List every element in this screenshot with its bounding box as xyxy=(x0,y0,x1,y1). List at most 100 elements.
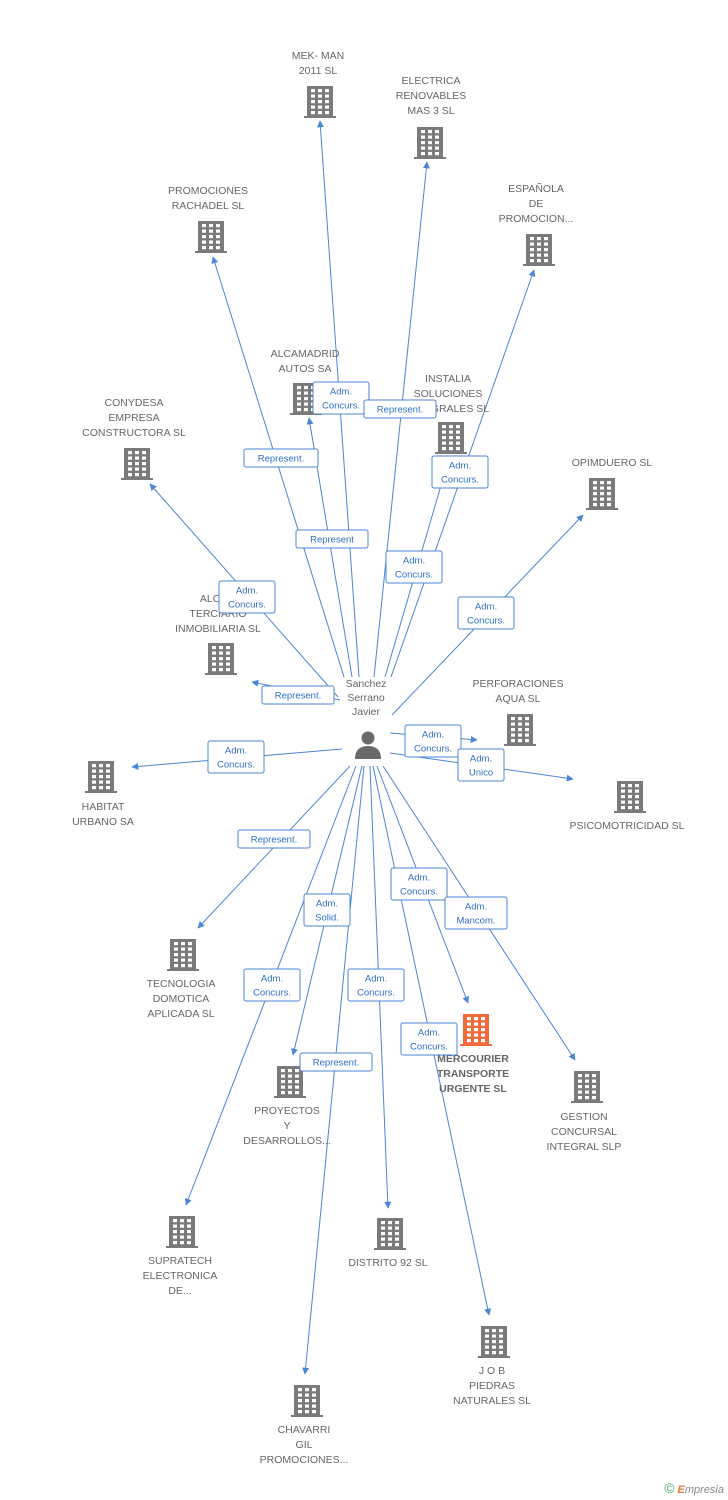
edge-label-box xyxy=(299,1052,373,1072)
edge-label-habitat[interactable]: Adm. Concurs. xyxy=(207,740,265,774)
edge-label-conydesa[interactable]: Adm. Concurs. xyxy=(218,580,276,614)
edge-label-text: Adm. xyxy=(475,602,497,613)
edge-label-espanola[interactable]: Adm.Concurs. xyxy=(431,455,489,489)
company-name-line: AQUA SL xyxy=(496,693,541,705)
edge-label-box xyxy=(312,381,370,415)
company-name-line: URGENTE SL xyxy=(439,1083,507,1095)
company-name-line: NATURALES SL xyxy=(453,1395,531,1407)
building-icon[interactable] xyxy=(167,939,199,971)
brand-initial: E xyxy=(677,1484,685,1496)
edge-label-box xyxy=(261,685,335,705)
edge-label-text: Adm. xyxy=(236,586,258,597)
edge-label-box xyxy=(347,968,405,1002)
company-node-proyectos[interactable]: PROYECTOSYDESARROLLOS... xyxy=(243,1066,331,1147)
edge-label-text: Concurs. xyxy=(410,1042,448,1053)
person-name-line: Serrano xyxy=(347,692,385,704)
edge-label-text: Adm. xyxy=(422,730,444,741)
building-icon[interactable] xyxy=(571,1071,603,1103)
edge-label-text: Concurs. xyxy=(217,760,255,771)
edge-label-rachadel[interactable]: Represent. xyxy=(243,448,319,468)
edge-label-box xyxy=(457,596,515,630)
building-icon[interactable] xyxy=(166,1216,198,1248)
edge-label-gestion[interactable]: Adm. Mancom. xyxy=(444,896,508,930)
building-icon[interactable] xyxy=(504,714,536,746)
company-node-espanola[interactable]: ESPAÑOLADEPROMOCION... xyxy=(499,182,574,266)
building-icon[interactable] xyxy=(85,761,117,793)
edge-label-text: Adm. xyxy=(465,902,487,913)
edge-label-mekman[interactable]: Adm.Concurs. xyxy=(312,381,370,415)
edge-label-job[interactable]: Adm. Concurs. xyxy=(400,1022,458,1056)
edge-label-instalia[interactable]: Adm.Concurs. xyxy=(385,550,443,584)
building-icon[interactable] xyxy=(274,1066,306,1098)
company-name-line: GIL xyxy=(296,1439,313,1451)
edge-label-perforaciones[interactable]: Adm.Concurs. xyxy=(404,724,462,758)
edge-label-text: Represent. xyxy=(251,835,297,846)
edge-label-box xyxy=(400,1022,458,1056)
edge-label-text: Adm. xyxy=(449,461,471,472)
edge-label-chavarri[interactable]: Represent. xyxy=(299,1052,373,1072)
building-icon[interactable] xyxy=(460,1014,492,1046)
company-name-line: MERCOURIER xyxy=(437,1053,509,1065)
edge-label-supratech[interactable]: Adm.Concurs. xyxy=(243,968,301,1002)
edge-label-mercourier[interactable]: Adm.Concurs. xyxy=(390,867,448,901)
edge-label-text: Adm. xyxy=(470,754,492,765)
edge-label-box xyxy=(303,893,351,927)
building-icon[interactable] xyxy=(523,234,555,266)
company-name-line: PROMOCIONES... xyxy=(260,1454,349,1466)
edge-label-box xyxy=(390,867,448,901)
company-node-distrito[interactable]: DISTRITO 92 SL xyxy=(348,1218,428,1269)
company-name-line: J O B xyxy=(479,1365,505,1377)
company-name-line: PROMOCIONES xyxy=(168,185,248,197)
building-icon[interactable] xyxy=(121,448,153,480)
building-icon[interactable] xyxy=(586,478,618,510)
edge-label-text: Concurs. xyxy=(395,570,433,581)
building-icon[interactable] xyxy=(414,127,446,159)
building-icon[interactable] xyxy=(435,422,467,454)
company-name-line: APLICADA SL xyxy=(147,1008,214,1020)
edge-label-tecnologia[interactable]: Represent. xyxy=(237,829,311,849)
company-name-line: CONSTRUCTORA SL xyxy=(82,427,186,439)
edge-label-text: Adm. xyxy=(418,1028,440,1039)
edge-label-psicomotricidad[interactable]: Adm.Unico xyxy=(457,748,505,782)
edge-label-distrito[interactable]: Adm.Concurs. xyxy=(347,968,405,1002)
company-name-line: AUTOS SA xyxy=(279,363,332,375)
building-icon[interactable] xyxy=(205,643,237,675)
company-name-line: INMOBILIARIA SL xyxy=(175,623,261,635)
company-node-opimduero[interactable]: OPIMDUERO SL xyxy=(572,457,653,510)
edge-label-proyectos[interactable]: Adm.Solid. xyxy=(303,893,351,927)
company-name-line: TECNOLOGIA xyxy=(147,978,216,990)
building-icon[interactable] xyxy=(304,86,336,118)
building-icon[interactable] xyxy=(291,1385,323,1417)
person-icon[interactable] xyxy=(355,731,381,760)
edge-label-box xyxy=(385,550,443,584)
edge-label-text: Adm. xyxy=(225,746,247,757)
building-icon[interactable] xyxy=(374,1218,406,1250)
edge-label-opimduero[interactable]: Adm.Concurs. xyxy=(457,596,515,630)
building-icon[interactable] xyxy=(614,781,646,813)
edge-label-text: Concurs. xyxy=(228,600,266,611)
company-node-supratech[interactable]: SUPRATECHELECTRONICADE... xyxy=(143,1216,218,1297)
company-node-psicomotricidad[interactable]: PSICOMOTRICIDAD SL xyxy=(570,781,685,832)
company-node-chavarri[interactable]: CHAVARRIGILPROMOCIONES... xyxy=(260,1385,349,1466)
edge-label-alcamadrid[interactable]: Represent xyxy=(295,529,369,549)
edge-label-text: Mancom. xyxy=(456,916,495,927)
edge-label-text: Adm. xyxy=(408,873,430,884)
edge-label-electrica[interactable]: Represent. xyxy=(363,399,437,419)
building-icon[interactable] xyxy=(195,221,227,253)
building-icon[interactable] xyxy=(478,1326,510,1358)
edge-label-alcor[interactable]: Represent. xyxy=(261,685,335,705)
edge-label-text: Adm. xyxy=(330,387,352,398)
